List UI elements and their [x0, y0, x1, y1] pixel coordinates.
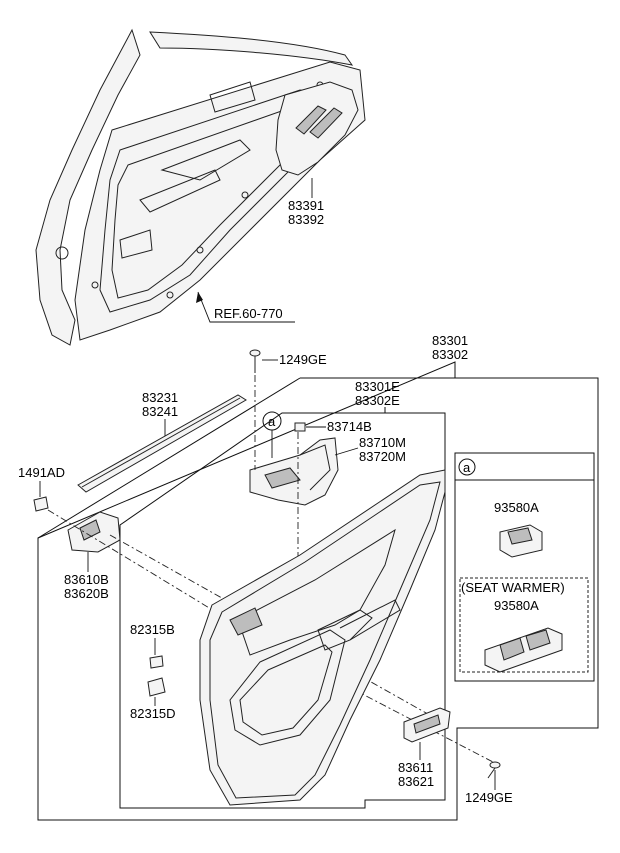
label-83710m: 83710M [359, 435, 406, 450]
clip-82315b [149, 655, 164, 669]
label-83610b: 83610B [64, 572, 109, 587]
seat-warmer-part-label: 93580A [494, 598, 539, 613]
label-83720m: 83720M [359, 449, 406, 464]
clip-1491ad [33, 496, 49, 512]
bolt-1249ge-top [249, 349, 261, 373]
clip-82315d [147, 677, 166, 697]
label-83231: 83231 [142, 390, 178, 405]
ref-arrow [196, 291, 295, 323]
label-83620b: 83620B [64, 586, 109, 601]
switch-part-label: 93580A [494, 500, 539, 515]
label-83714b: 83714B [327, 419, 372, 434]
seat-warmer-title: (SEAT WARMER) [461, 580, 565, 595]
switch-part-93580a [499, 524, 543, 558]
weatherstrip-part [77, 394, 247, 493]
seat-warmer-switch [484, 627, 563, 673]
callout-marker: a [268, 414, 276, 429]
label-83392: 83392 [288, 212, 324, 227]
seat-warmer-box [459, 577, 589, 673]
label-83391: 83391 [288, 198, 324, 213]
label-83301e: 83301E [355, 379, 400, 394]
label-83302: 83302 [432, 347, 468, 362]
label-83302e: 83302E [355, 393, 400, 408]
label-1491ad: 1491AD [18, 465, 65, 480]
label-83621: 83621 [398, 774, 434, 789]
inside-handle-part [249, 437, 339, 506]
label-82315d: 82315D [130, 706, 176, 721]
ref-label: REF.60-770 [214, 306, 283, 321]
bracket-83610b [67, 511, 121, 553]
label-83241: 83241 [142, 404, 178, 419]
label-83611: 83611 [398, 760, 433, 775]
label-1249ge-top: 1249GE [279, 352, 327, 367]
label-83301: 83301 [432, 333, 468, 348]
assembly-box-top-edge [37, 377, 301, 539]
assembly-box-83301 [37, 361, 599, 821]
panel-marker: a [463, 460, 471, 475]
pull-cup-83611 [403, 707, 451, 743]
callout-panel [454, 452, 595, 682]
speaker-seal-part [275, 81, 359, 176]
trim-box-83301e [119, 407, 446, 809]
label-82315b: 82315B [130, 622, 175, 637]
bolt-1249ge-bottom [487, 761, 501, 779]
door-trim-panel [199, 469, 446, 806]
label-1249ge-bottom: 1249GE [465, 790, 513, 805]
cap-83714b [294, 422, 306, 432]
